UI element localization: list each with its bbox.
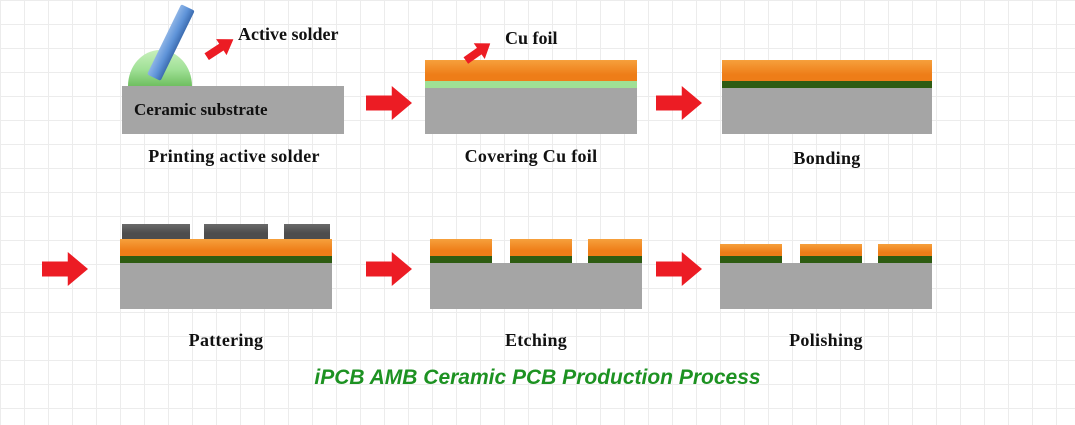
bonded-solder-layer	[800, 256, 862, 263]
polished-trace	[800, 244, 862, 263]
mask-segment	[122, 224, 190, 239]
arrow-to-active-solder-icon	[201, 31, 239, 65]
step-caption-pattering: Pattering	[188, 330, 264, 350]
cu-foil-layer	[878, 244, 932, 256]
arrow-right-icon	[42, 252, 88, 286]
step-polishing: Polishing	[720, 218, 932, 358]
bonded-solder-layer	[722, 81, 932, 88]
step-covering-cu-foil: Cu foil Covering Cu foil	[425, 0, 637, 175]
ceramic-substrate-label: Ceramic substrate	[134, 100, 268, 119]
ceramic-substrate-block: Ceramic substrate	[122, 86, 344, 134]
bonded-solder-layer	[510, 256, 572, 263]
cu-foil-annotation: Cu foil	[505, 28, 558, 48]
cu-foil-layer	[588, 239, 642, 256]
cu-foil-layer	[720, 244, 782, 256]
active-solder-layer	[425, 81, 637, 88]
step-caption-bonding: Bonding	[793, 148, 861, 168]
arrow-right-icon	[656, 86, 702, 120]
step-caption-polishing: Polishing	[789, 330, 863, 350]
mask-segment	[204, 224, 268, 239]
bonded-solder-layer	[120, 256, 332, 263]
page-title: iPCB AMB Ceramic PCB Production Process	[314, 366, 761, 389]
etched-trace	[510, 239, 572, 263]
arrow-right-icon	[656, 252, 702, 286]
ceramic-substrate-block	[720, 263, 932, 309]
bonded-solder-layer	[588, 256, 642, 263]
arrow-right-icon	[366, 252, 412, 286]
ceramic-substrate-block	[425, 88, 637, 134]
ceramic-substrate-block	[430, 263, 642, 309]
arrow-right-icon	[366, 86, 412, 120]
step-caption-covering: Covering Cu foil	[464, 146, 598, 166]
cu-foil-layer	[510, 239, 572, 256]
cu-foil-layer	[722, 60, 932, 81]
etched-trace	[588, 239, 642, 263]
step-bonding: Bonding	[722, 0, 932, 175]
cu-foil-layer	[120, 239, 332, 256]
step-caption-etching: Etching	[504, 330, 568, 350]
polished-trace	[720, 244, 782, 263]
polished-trace	[878, 244, 932, 263]
step-pattering: Pattering	[120, 218, 332, 358]
step-caption-printing: Printing active solder	[148, 146, 320, 166]
bonded-solder-layer	[720, 256, 782, 263]
mask-segment	[284, 224, 330, 239]
ceramic-substrate-block	[722, 88, 932, 134]
bonded-solder-layer	[878, 256, 932, 263]
etched-trace	[430, 239, 492, 263]
bonded-solder-layer	[430, 256, 492, 263]
cu-foil-layer	[800, 244, 862, 256]
cu-foil-layer	[430, 239, 492, 256]
cu-foil-layer	[425, 60, 637, 81]
step-etching: Etching	[430, 218, 642, 358]
active-solder-annotation: Active solder	[238, 24, 339, 44]
step-printing-active-solder: Ceramic substrate Active solder Printing…	[120, 0, 348, 175]
ceramic-substrate-block	[120, 263, 332, 309]
